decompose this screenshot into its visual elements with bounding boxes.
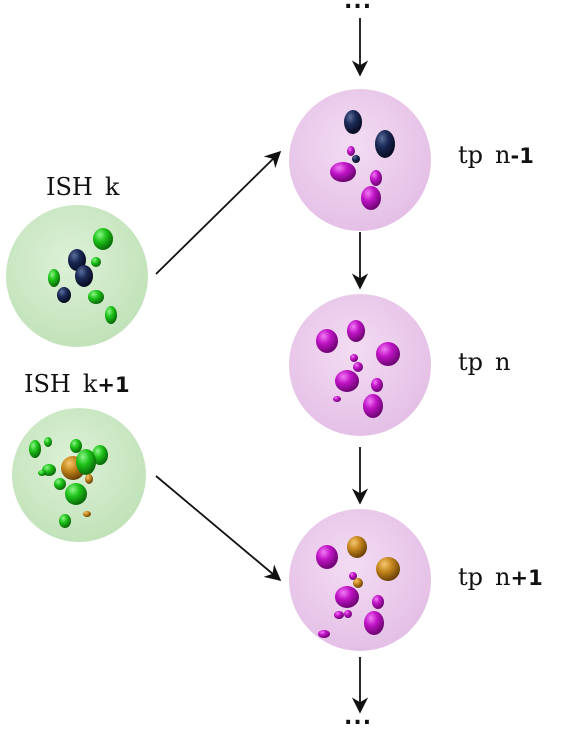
arrow-ish-k-to-tp-n-minus-1 [155,150,282,275]
navy-spot [75,265,93,287]
label-suffix: +1 [97,373,130,397]
green-spot [44,437,52,447]
magenta-spot [344,610,352,618]
cell-tp-n [289,294,431,436]
label-word: tp [458,141,484,169]
magenta-spot [316,329,338,353]
arrows [155,18,369,714]
navy-spot [375,130,395,158]
label-index: n [495,348,511,376]
magenta-spot [361,186,381,210]
magenta-spot [333,396,341,402]
label-index: k [104,173,120,201]
label-index: n [495,141,511,169]
magenta-spot [371,378,383,392]
orange-spot [85,474,93,484]
magenta-spot [316,545,338,569]
cell-ish-k-plus-1 [12,408,146,542]
magenta-spot [364,611,384,635]
label-suffix: +1 [510,566,543,590]
label-ish-k: ISH k [46,173,119,201]
magenta-spot [347,146,355,156]
magenta-spot [370,170,382,186]
label-word: tp [458,348,484,376]
magenta-spot [350,354,358,362]
green-spot [88,290,104,304]
magenta-spot [334,611,344,619]
green-spot [91,257,101,267]
magenta-spot [330,162,356,182]
green-spot [105,306,117,324]
orange-spot [376,557,400,581]
label-index: n [495,563,511,591]
ellipsis-top: ... [344,0,373,14]
label-word: ISH [46,173,93,201]
magenta-spot [353,362,363,372]
orange-spot [353,578,363,588]
cell-ish-k [6,205,148,347]
green-spot [59,514,71,528]
cell-body [289,89,431,231]
green-spot [92,445,108,465]
arrow-ish-k-plus-1-to-tp-n-plus-1 [155,475,282,582]
magenta-spot [335,586,359,608]
orange-spot [83,511,91,517]
green-spot [93,228,113,250]
green-spot [65,483,87,505]
navy-spot [352,155,360,163]
navy-spot [57,287,71,303]
navy-spot [344,110,362,134]
label-ish-k-plus-1: ISH k+1 [24,370,130,398]
label-word: tp [458,563,484,591]
green-spot [76,449,96,475]
orange-spot [347,536,367,558]
cell-tp-n-plus-1 [289,509,431,651]
label-word: ISH [24,370,71,398]
green-spot [54,478,66,490]
label-index: k [82,370,98,398]
magenta-spot [372,595,384,609]
ellipsis-bottom: ... [344,705,373,730]
green-spot [70,439,82,453]
label-suffix: -1 [510,144,534,168]
magenta-spot [349,572,357,580]
green-spot [48,269,60,287]
green-spot [38,470,46,476]
magenta-spot [318,630,330,638]
magenta-spot [376,342,400,366]
magenta-spot [335,370,359,392]
magenta-spot [347,320,365,342]
cell-tp-n-minus-1 [289,89,431,231]
magenta-spot [363,394,383,418]
green-spot [29,440,41,458]
